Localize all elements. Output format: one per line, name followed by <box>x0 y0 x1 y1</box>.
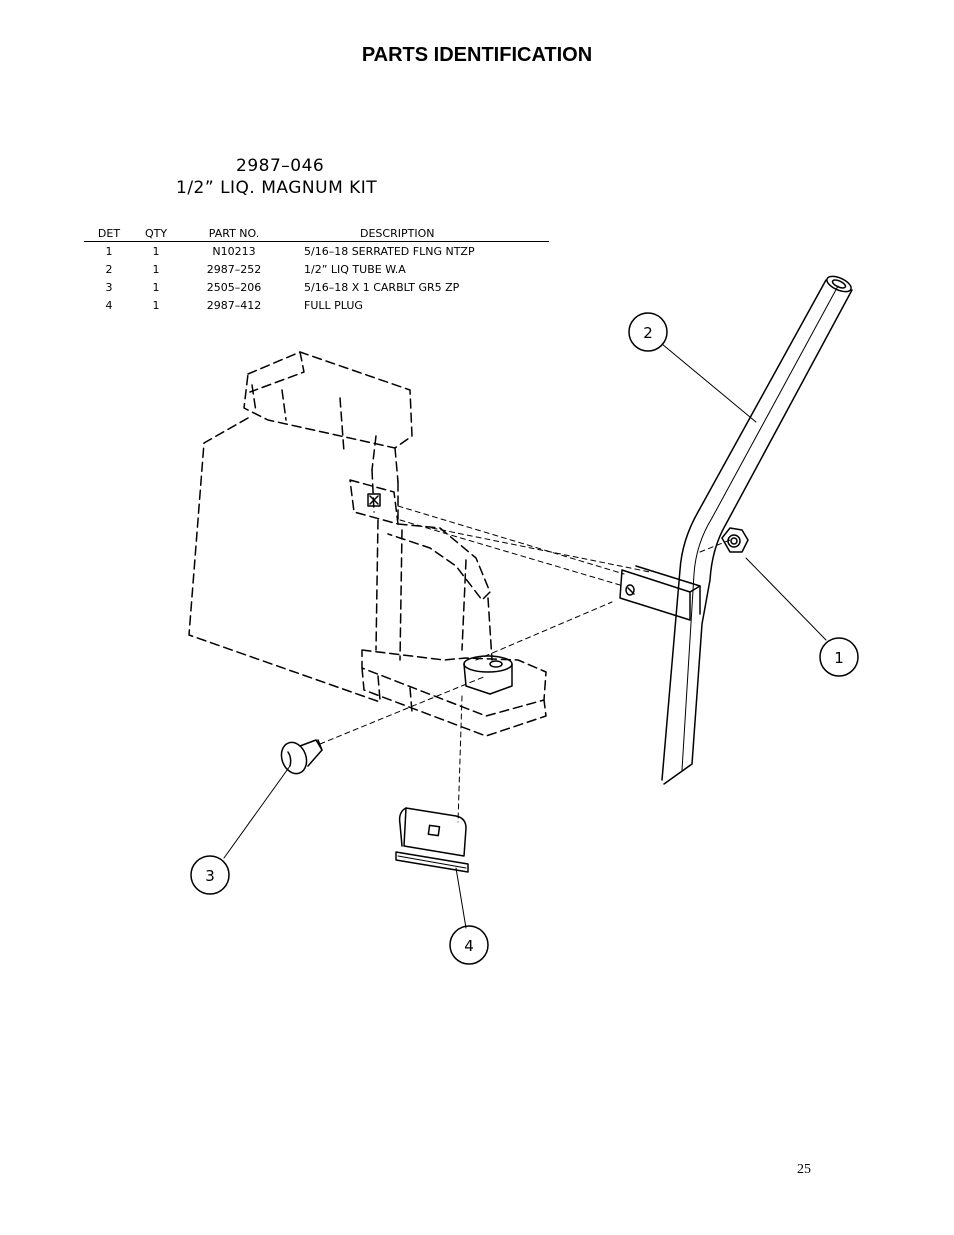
cell-qty: 1 <box>152 298 160 312</box>
cell-part: 2505–206 <box>206 280 262 294</box>
carriage-bolt <box>280 739 323 775</box>
table-row: 4 1 2987–412 FULL PLUG <box>84 296 549 314</box>
table-row: 1 1 N10213 5/16–18 SERRATED FLNG NTZP <box>84 242 549 260</box>
cell-part: 2987–412 <box>206 298 262 312</box>
cell-desc: 5/16–18 SERRATED FLNG NTZP <box>304 244 475 258</box>
tab-hole <box>367 493 381 507</box>
cell-det: 2 <box>105 262 113 276</box>
flange-nut <box>721 527 749 553</box>
assembly-centerlines <box>319 505 731 823</box>
cell-qty: 1 <box>152 262 160 276</box>
callout-label: 4 <box>464 937 474 955</box>
header-desc: DESCRIPTION <box>360 227 435 240</box>
callout-balloon-3: 3 <box>190 855 230 895</box>
table-row: 2 1 2987–252 1/2” LIQ TUBE W.A <box>84 260 549 278</box>
kit-name: 1/2” LIQ. MAGNUM KIT <box>176 178 378 198</box>
page-title: PARTS IDENTIFICATION <box>361 44 593 66</box>
cell-qty: 1 <box>152 280 160 294</box>
callout-balloon-2: 2 <box>628 312 668 352</box>
cell-det: 4 <box>105 298 113 312</box>
cell-desc: FULL PLUG <box>304 298 363 312</box>
header-part: PART NO. <box>208 227 260 240</box>
callout-label: 3 <box>205 867 215 885</box>
cell-desc: 1/2” LIQ TUBE W.A <box>304 262 406 276</box>
liquid-tube <box>619 275 853 785</box>
cell-part: N10213 <box>212 244 256 258</box>
callout-leaders <box>223 343 827 929</box>
mounting-bracket-phantom <box>188 351 547 737</box>
base-boss <box>463 655 513 695</box>
cell-desc: 5/16–18 X 1 CARBLT GR5 ZP <box>304 280 460 294</box>
callout-balloon-4: 4 <box>449 925 489 965</box>
kit-number: 2987–046 <box>236 156 325 176</box>
header-det: DET <box>97 227 121 240</box>
cell-det: 1 <box>105 244 113 258</box>
cell-det: 3 <box>105 280 113 294</box>
parts-table: DET QTY PART NO. DESCRIPTION 1 1 N10213 … <box>84 226 549 314</box>
header-qty: QTY <box>144 227 168 240</box>
callout-label: 1 <box>834 649 844 667</box>
full-plug <box>395 807 469 873</box>
callout-label: 2 <box>643 324 653 342</box>
table-row: 3 1 2505–206 5/16–18 X 1 CARBLT GR5 ZP <box>84 278 549 296</box>
cell-part: 2987–252 <box>206 262 262 276</box>
cell-qty: 1 <box>152 244 160 258</box>
table-header: DET QTY PART NO. DESCRIPTION <box>84 226 549 242</box>
page-number: 25 <box>797 1162 811 1177</box>
callout-balloon-1: 1 <box>819 637 859 677</box>
